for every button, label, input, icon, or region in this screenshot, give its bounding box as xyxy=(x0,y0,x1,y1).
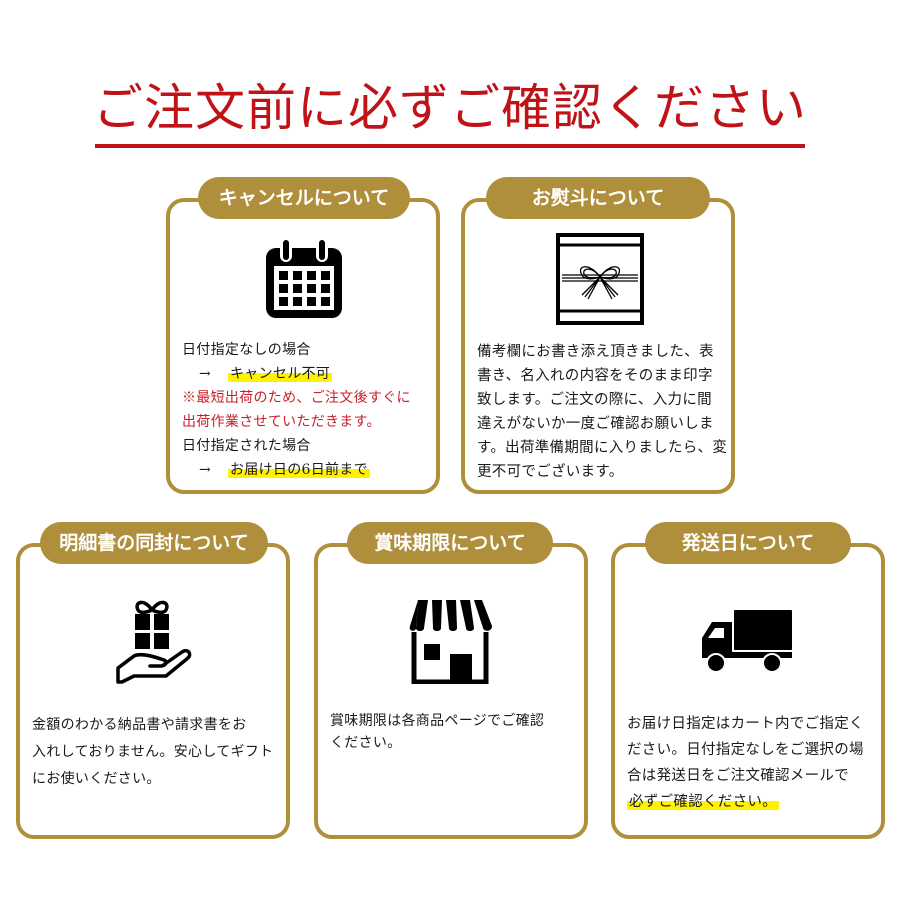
text-line: 備考欄にお書き添え頂きました、表 xyxy=(477,344,714,360)
text-line: お届け日指定はカート内でご指定く xyxy=(627,716,864,732)
text-line: 更不可でございます。 xyxy=(477,464,624,480)
card-expiry-text: 賞味期限は各商品ページでご確認 ください。 xyxy=(330,710,544,754)
highlighted-text: キャンセル不可 xyxy=(228,366,333,382)
arrow-icon: → xyxy=(198,462,212,478)
arrow-icon: → xyxy=(198,366,212,382)
text-line: 日付指定された場合 xyxy=(182,438,311,454)
text-line: ださい。日付指定なしをご選択の場 xyxy=(627,742,864,758)
card-expiry xyxy=(314,543,588,839)
text-line: 賞味期限は各商品ページでご確認 xyxy=(330,713,545,729)
text-line: す。出荷準備期間に入りましたら、変 xyxy=(477,440,728,456)
card-invoice-text: 金額のわかる納品書や請求書をお 入れしておりません。安心してギフト にお使いくだ… xyxy=(32,712,273,793)
highlighted-text: お届け日の6日前まで xyxy=(228,462,370,478)
warning-text: 出荷作業させていただきます。 xyxy=(182,414,381,430)
card-invoice-label: 明細書の同封について xyxy=(40,522,268,564)
delivery-truck-icon xyxy=(700,608,794,678)
text-line: 違えがないか一度ご確認お願いしま xyxy=(477,416,714,432)
card-noshi-label: お熨斗について xyxy=(486,177,710,219)
highlighted-text: 必ずご確認ください。 xyxy=(627,794,779,810)
text-line: ください。 xyxy=(330,735,402,751)
card-noshi xyxy=(461,198,735,494)
calendar-icon xyxy=(262,238,346,326)
card-expiry-label: 賞味期限について xyxy=(347,522,553,564)
storefront-icon xyxy=(404,598,496,688)
text-line: 合は発送日をご注文確認メールで xyxy=(627,768,849,784)
page-title: ご注文前に必ずご確認ください xyxy=(93,79,807,137)
text-line: 致します。ご注文の際に、入力に間 xyxy=(477,392,712,408)
gift-hand-icon xyxy=(114,596,194,692)
text-line: にお使いください。 xyxy=(32,771,161,787)
noshi-ribbon-icon xyxy=(556,233,644,329)
card-cancel-text: 日付指定なしの場合 → キャンセル不可 ※最短出荷のため、ご注文後すぐに 出荷作業… xyxy=(182,338,411,482)
card-shipping-label: 発送日について xyxy=(645,522,851,564)
card-noshi-text: 備考欄にお書き添え頂きました、表 書き、名入れの内容をそのまま印字 致します。ご… xyxy=(477,340,727,484)
text-line: 入れしておりません。安心してギフト xyxy=(32,744,274,760)
text-line: 金額のわかる納品書や請求書をお xyxy=(32,717,247,733)
title-underline xyxy=(95,144,805,148)
text-line: 書き、名入れの内容をそのまま印字 xyxy=(477,368,713,384)
warning-text: ※最短出荷のため、ご注文後すぐに xyxy=(182,390,411,406)
text-line: 日付指定なしの場合 xyxy=(182,342,311,358)
card-shipping-text: お届け日指定はカート内でご指定く ださい。日付指定なしをご選択の場 合は発送日を… xyxy=(627,711,864,815)
card-cancel-label: キャンセルについて xyxy=(198,177,410,219)
